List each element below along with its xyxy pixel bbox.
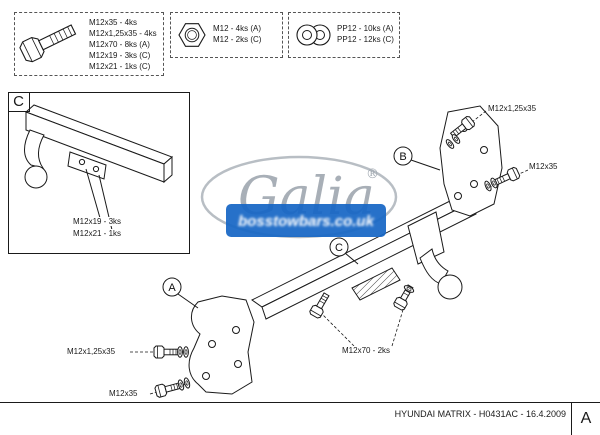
legend-washers: PP12 - 10ks (A) PP12 - 12ks (C)	[288, 12, 400, 58]
legend-line: M12x35 - 4ks	[89, 18, 138, 27]
drawing-title: HYUNDAI MATRIX - H0431AC - 16.4.2009	[394, 409, 566, 419]
legend-line: PP12 - 12ks (C)	[337, 35, 394, 44]
detail-label-m12x21: M12x21 - 1ks	[72, 229, 123, 238]
callout-b: B	[393, 146, 441, 171]
registered-mark-icon: ®	[366, 167, 379, 182]
callout-a: A	[162, 277, 199, 309]
washer-icon	[296, 24, 331, 46]
legend-bolts: M12x35 - 4ks M12x1,25x35 - 4ks M12x70 - …	[14, 12, 164, 76]
legend-line: M12x70 - 8ks (A)	[89, 40, 150, 49]
label-bolt-right-top: M12x1,25x35	[487, 104, 538, 113]
label-bolt-center: M12x70 - 2ks	[341, 346, 392, 355]
legend-line: M12x1,25x35 - 4ks	[89, 29, 157, 38]
legend-line: M12 - 2ks (C)	[213, 35, 262, 44]
towball	[437, 274, 463, 300]
detail-label-m12x19: M12x19 - 3ks	[72, 217, 123, 226]
label-bolt-left-bottom: M12x1,25x35	[66, 347, 117, 356]
legend-nuts: M12 - 4ks (A) M12 - 2ks (C)	[170, 12, 283, 58]
watermark-banner	[226, 204, 386, 237]
sheet-corner-label: A	[571, 402, 600, 435]
svg-text:B: B	[399, 151, 406, 163]
detail-under-plate	[67, 151, 107, 180]
detail-towball	[24, 165, 48, 189]
nut-icon	[178, 23, 206, 47]
legend-line: M12 - 4ks (A)	[213, 24, 262, 33]
detail-beam-drawing	[24, 104, 173, 231]
socket-plate	[351, 267, 401, 301]
legend-line: PP12 - 10ks (A)	[337, 24, 394, 33]
towball-assembly	[407, 211, 463, 300]
fastener-callouts	[130, 110, 529, 399]
detail-corner-label: C	[8, 92, 30, 112]
detail-box-c	[8, 92, 190, 254]
label-bolt-left-lower: M12x35	[108, 389, 139, 398]
watermark-banner-text: bosstowbars.co.uk	[238, 213, 375, 230]
svg-text:A: A	[168, 282, 176, 294]
legend-line: M12x19 - 3ks (C)	[89, 51, 151, 60]
label-bolt-right-side: M12x35	[528, 162, 559, 171]
svg-text:C: C	[335, 242, 343, 254]
watermark: Galia ® bosstowbars.co.uk	[200, 155, 398, 239]
callout-c: C	[329, 237, 359, 265]
titlebar-divider	[0, 402, 600, 403]
bolt-icon	[19, 24, 77, 63]
bracket-a	[188, 295, 255, 395]
legend-line: M12x21 - 1ks (C)	[89, 62, 151, 71]
